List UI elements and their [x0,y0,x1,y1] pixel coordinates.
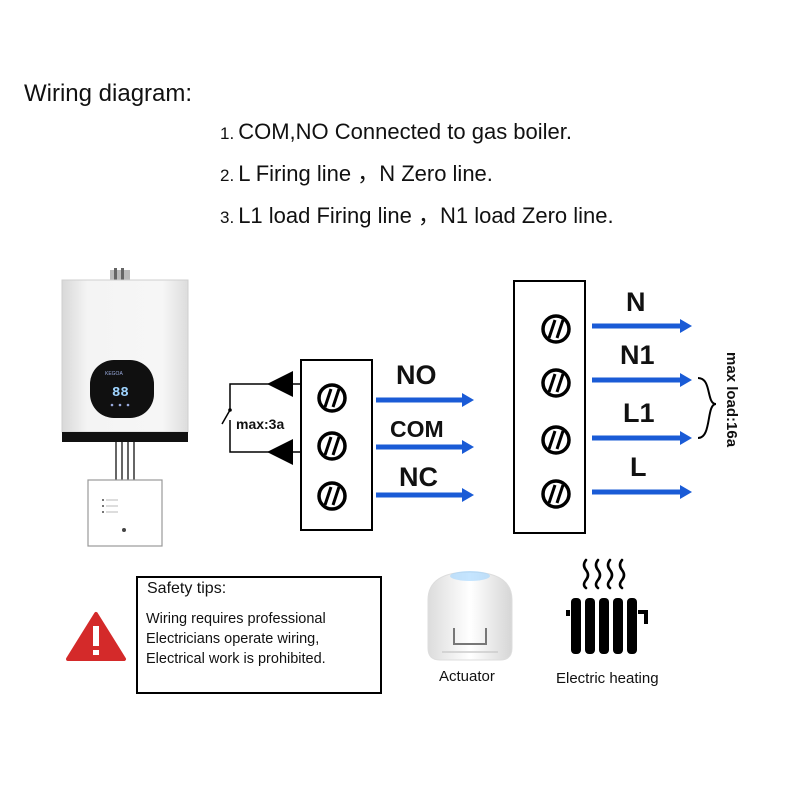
instruction-step-2: 2.L Firing line ，N Zero line. [220,154,614,196]
instruction-step-1: 1.COM,NO Connected to gas boiler. [220,112,614,154]
screw-terminal-icon [541,479,571,509]
actuator-body [427,571,513,661]
screw-terminal-icon [541,314,571,344]
heating-caption: Electric heating [556,670,659,687]
boiler-display-panel [90,360,154,418]
relay-switch [221,371,300,465]
radiator-icon [566,598,648,654]
heat-wave-icon [582,558,626,590]
gas-boiler: KEGOA 88 [61,268,189,480]
boiler-brand: KEGOA [105,371,123,377]
actuator-device [427,571,513,661]
safety-tip-line: Wiring requires professional [146,611,326,627]
max-current-label: max:3a [236,416,285,432]
arrow-right-icon [376,488,474,502]
terminal-label-com: COM [390,416,444,442]
terminal-label-l1: L1 [623,398,655,428]
actuator-caption: Actuator [439,668,495,685]
step-text: COM,NO Connected to gas boiler. [238,119,573,144]
screw-terminal-icon [317,431,347,461]
screw-terminal-icon [317,481,347,511]
thermostat-box [87,479,163,547]
arrow-left-icon [267,439,293,465]
arrow-right-icon [592,373,692,387]
step-number: 3. [220,208,235,227]
terminal-label-l: L [630,452,647,482]
screw-terminal-icon [541,425,571,455]
warning-icon [66,612,126,661]
thermostat-body [87,479,163,547]
arrow-right-icon [376,393,474,407]
max-load-brace [697,377,717,439]
safety-tips-title: Safety tips: [147,580,227,597]
safety-tip-line: Electrical work is prohibited. [146,651,326,667]
step-text: L1 load Firing line ，N1 load Zero line. [238,203,614,228]
diagram-title: Wiring diagram: [24,80,193,107]
arrow-left-icon [267,371,293,397]
step-number: 1. [220,124,235,143]
switch-icon [221,409,231,425]
terminal-label-n1: N1 [620,340,655,370]
terminal-label-nc: NC [399,462,438,492]
safety-tip-line: Electricians operate wiring, [146,631,320,647]
instruction-step-3: 3.L1 load Firing line ，N1 load Zero line… [220,196,614,238]
relay-terminal-block [300,359,474,531]
step-number: 2. [220,166,235,185]
arrow-right-icon [592,485,692,499]
boiler-display-value: 88 [112,385,129,401]
boiler-vent [110,270,130,280]
boiler-bottom-strip [62,432,188,442]
electric-heating-device [566,558,648,654]
safety-tips-box [136,576,382,694]
arrow-right-icon [592,319,692,333]
max-load-label: max load:16a [723,352,740,448]
power-terminal-block [513,280,692,534]
terminal-label-no: NO [396,360,437,390]
arrow-right-icon [592,431,692,445]
instruction-list: 1.COM,NO Connected to gas boiler. 2.L Fi… [220,112,614,238]
screw-terminal-icon [541,368,571,398]
terminal-label-n: N [626,287,646,317]
arrow-right-icon [376,440,474,454]
step-text: L Firing line ，N Zero line. [238,161,493,186]
screw-terminal-icon [317,383,347,413]
